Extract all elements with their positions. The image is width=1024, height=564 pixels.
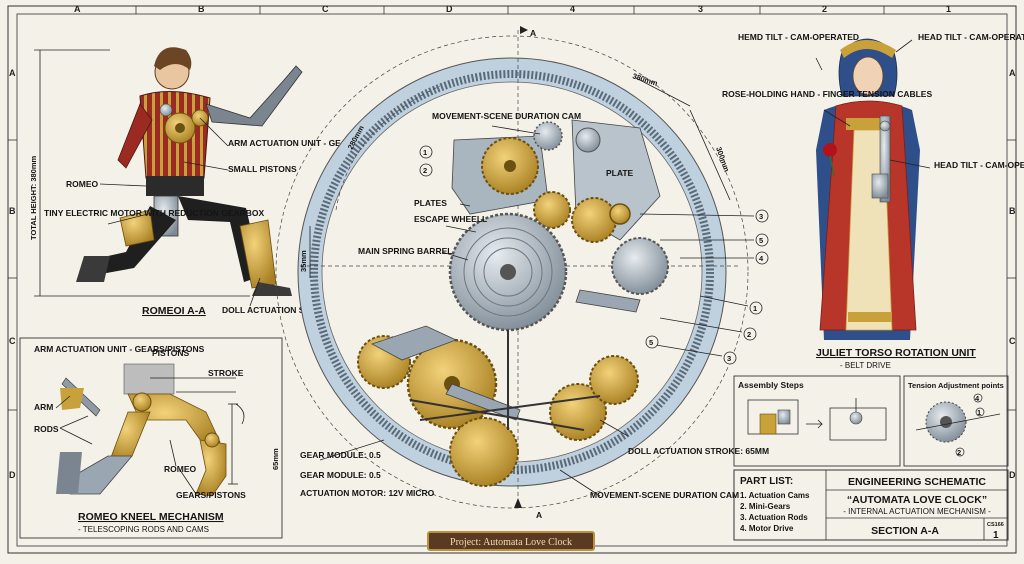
kneel-subtitle: - TELESCOPING RODS AND CAMS: [78, 525, 209, 534]
kneel-label-pistons: PISTONS: [152, 348, 189, 358]
juliet-label-rose-hand: ROSE-HOLDING HAND - FINGER TENSION CABLE…: [722, 89, 932, 99]
grid-col: 1: [946, 4, 951, 14]
clock-label-barrel: MAIN SPRING BARREL: [358, 246, 452, 256]
kneel-label-arm-unit: ARM ACTUATION UNIT - GEARS/PISTONS: [34, 344, 205, 354]
title-block-sheet-no: 1: [993, 530, 999, 541]
title-block-name: “AUTOMATA LOVE CLOCK”: [847, 494, 987, 506]
juliet-label-head-tilt-mid: HEAD TILT - CAM-OPERATED LINKAGE: [934, 160, 1024, 170]
romeo-label-stroke: DOLL ACTUATION STROKE: 65mm: [222, 305, 363, 315]
tension-panel: [903, 375, 1009, 467]
clock-label-escape: ESCAPE WHEELL: [414, 214, 487, 224]
clock-label-motor: ACTUATION MOTOR: 12V micro: [300, 488, 435, 498]
parts-item: 4. Motor Drive: [740, 524, 794, 533]
clock-label-cam-top: MOVEMENT-SCENE DURATION CAM: [432, 111, 581, 121]
callout: 1: [753, 304, 757, 313]
grid-col: 2: [822, 4, 827, 14]
juliet-figure: [815, 38, 931, 340]
clock-label-plate: PLATE: [606, 168, 634, 178]
juliet-label-head-tilt-right: HEAD TILT - CAM-OPERATED LINKAGE: [918, 32, 1024, 42]
kneel-label-arm: ARM: [34, 402, 53, 412]
callout: 1: [423, 148, 427, 157]
kneel-label-romeo: ROMEO: [164, 464, 197, 474]
grid-col: A: [74, 4, 81, 14]
grid-row-labels: A B C D A B C D: [9, 68, 1016, 480]
grid-col: 3: [698, 4, 703, 14]
assembly-steps-panel: [733, 375, 901, 467]
clock-label-plates: PLATES: [414, 198, 447, 208]
clock-label-gear-module-2: GEAR MODULE: 0.5: [300, 470, 381, 480]
parts-title: PART LIST:: [740, 476, 793, 487]
callout: 4: [759, 254, 764, 263]
section-marker-top: A: [530, 28, 536, 38]
romeo-label-romeo: ROMEO: [66, 179, 99, 189]
assembly-steps-sketch: [747, 398, 887, 441]
tension-title: Tension Adjustment points: [908, 381, 1004, 390]
tension-mark: 4: [975, 394, 980, 403]
romeo-title: ROMEOI A-A: [142, 305, 206, 317]
grid-row: D: [1009, 470, 1016, 480]
title-block-subtitle: - INTERNAL ACTUATION MECHANISM -: [843, 507, 991, 516]
kneel-figure: [55, 363, 245, 497]
tension-mark: 2: [957, 448, 961, 457]
kneel-title: ROMEO KNEEL MECHANISM: [78, 511, 224, 523]
parts-item: 3. Actuation Rods: [740, 513, 808, 522]
grid-row: A: [1009, 68, 1016, 78]
callout: 3: [759, 212, 763, 221]
tension-mark: 1: [977, 408, 981, 417]
kneel-panel: [19, 337, 283, 539]
grid-row: B: [1009, 206, 1016, 216]
clock-label-gear-module-1: GEAR MODULE: 0.5: [300, 450, 381, 460]
grid-row: A: [9, 68, 16, 78]
romeo-figure: TOTAL HEIGHT: 380mm: [29, 47, 303, 307]
grid-column-labels: A B C D 4 3 2 1: [74, 4, 951, 14]
grid-row: C: [1009, 336, 1016, 346]
callout: 3: [727, 354, 731, 363]
romeo-label-motor: TINY ELECTRIC MOTOR WITH REDUCTION GEARB…: [44, 208, 265, 218]
section-marker-bottom: A: [536, 510, 542, 520]
juliet-title: JULIET TORSO ROTATION UNIT: [816, 347, 976, 359]
grid-col: D: [446, 4, 453, 14]
romeo-label-small-pistons: SMALL PISTONS: [228, 164, 297, 174]
clock-mechanism: [275, 26, 755, 509]
kneel-label-gears: GEARS/PISTONS: [176, 490, 246, 500]
title-block-sheet-code: CS166: [987, 522, 1004, 528]
kneel-height-dim: 65mm: [271, 448, 280, 470]
callout: 5: [649, 338, 653, 347]
grid-col: C: [322, 4, 329, 14]
romeo-total-height: TOTAL HEIGHT: 380mm: [29, 155, 38, 240]
juliet-subtitle: - BELT DRIVE: [840, 361, 891, 370]
kneel-label-stroke: STROKE: [208, 368, 244, 378]
parts-item: 2. Mini-Gears: [740, 502, 791, 511]
title-block-heading: ENGINEERING SCHEMATIC: [848, 476, 986, 488]
clock-dim-35: 35mm: [299, 250, 308, 272]
grid-col: B: [198, 4, 205, 14]
clock-label-cam-bottom: MOVEMENT-SCENE DURATION CAM: [590, 490, 739, 500]
grid-row: B: [9, 206, 16, 216]
grid-col: 4: [570, 4, 575, 14]
romeo-label-arm-unit: ARM ACTUATION UNIT - GEARS/PISTONS: [228, 138, 399, 148]
clock-dim-300: 300mm: [714, 146, 731, 174]
assembly-steps-title: Assembly Steps: [738, 380, 804, 390]
callout: 5: [759, 236, 763, 245]
callout: 2: [747, 330, 751, 339]
parts-item: 1. Actuation Cams: [740, 491, 810, 500]
grid-row: D: [9, 470, 16, 480]
callout: 2: [423, 166, 427, 175]
tension-sketch: 4 1 2: [915, 393, 1001, 457]
clock-callouts: 1 2 3 5 4 1 2 5 3: [419, 145, 769, 365]
grid-row: C: [9, 336, 16, 346]
project-banner: Project: Automata Love Clock: [427, 531, 595, 551]
clock-dim-380: 380mm: [631, 71, 659, 88]
title-block-section: SECTION A-A: [871, 525, 939, 537]
kneel-label-rods: RODS: [34, 424, 59, 434]
juliet-label-head-tilt-left: HEMD TILT - CAM-OPERATED: [738, 32, 859, 42]
title-block: [733, 469, 1009, 541]
clock-label-stroke: DOLL ACTUATION STROKE: 65mm: [628, 446, 769, 456]
